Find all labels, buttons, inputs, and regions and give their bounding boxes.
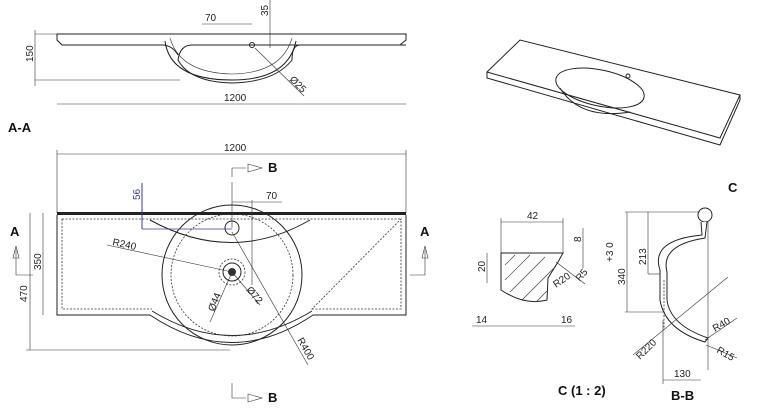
- dim-20: 20: [477, 260, 488, 272]
- section-bb-title: B-B: [671, 388, 694, 403]
- section-b-b: C 340 +3 0 213 R220 R40 R15 130 B-B: [605, 180, 738, 403]
- dim-r400: R400: [294, 336, 316, 363]
- dim-r5: R5: [574, 267, 591, 284]
- dim-r240: R240: [111, 237, 137, 253]
- dim-42: 42: [527, 211, 539, 222]
- dim-350: 350: [33, 253, 44, 270]
- dim-tolerance: +3 0: [605, 242, 616, 262]
- dim-56: 56: [132, 188, 143, 200]
- isometric-view: [486, 39, 741, 146]
- dim-70-plan: 70: [266, 191, 278, 202]
- section-a-a: 150 1200 70 35 Ø25 A-A: [8, 0, 407, 135]
- dim-70-aa: 70: [205, 13, 217, 24]
- detail-c: 42 20 8 R20 R5 14 16 C (1 : 2): [472, 211, 606, 398]
- section-marker-b-bottom: B: [268, 390, 277, 405]
- dim-r40: R40: [711, 316, 733, 335]
- dim-r220: R220: [634, 337, 659, 362]
- plan-view: 1200 B B A A 350 470 56 70 R240 Ø44 Ø72: [10, 143, 430, 405]
- dim-470: 470: [19, 285, 30, 302]
- dim-35: 35: [260, 4, 271, 16]
- section-aa-title: A-A: [8, 120, 32, 135]
- dim-1200-aa: 1200: [224, 93, 247, 104]
- section-marker-a-right: A: [420, 224, 430, 239]
- dim-130: 130: [674, 369, 691, 380]
- section-marker-a-left: A: [10, 224, 20, 239]
- dim-213: 213: [638, 248, 649, 265]
- section-marker-b-top: B: [268, 160, 277, 175]
- dim-14: 14: [476, 315, 488, 326]
- dim-r20: R20: [551, 271, 573, 291]
- dim-r15: R15: [715, 345, 737, 364]
- dim-d44: Ø44: [207, 291, 224, 313]
- dim-8: 8: [573, 236, 584, 242]
- detail-c-title: C (1 : 2): [558, 383, 606, 398]
- dim-150: 150: [25, 45, 36, 62]
- dim-340: 340: [617, 268, 628, 285]
- dim-16: 16: [561, 315, 573, 326]
- detail-c-ref: C: [728, 180, 738, 195]
- dim-d25: Ø25: [287, 74, 308, 95]
- dim-1200-plan: 1200: [224, 143, 247, 154]
- dim-d72: Ø72: [244, 285, 265, 307]
